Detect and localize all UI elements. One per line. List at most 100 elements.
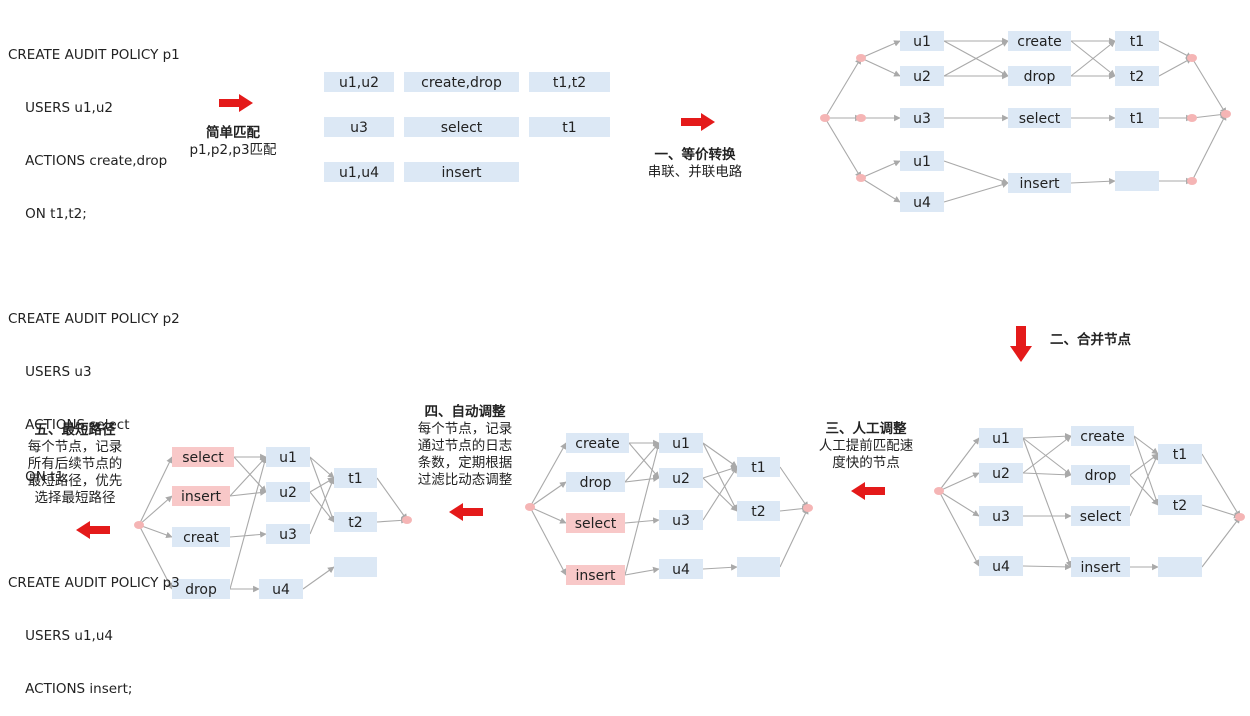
box-rect: [1071, 506, 1130, 526]
edge-arrow: [1129, 474, 1159, 506]
step-shortest-label: 五、最短路径 每个节点，记录 所有后续节点的 最短路径，优先 选择最短路径: [10, 422, 140, 507]
box-t1: t1: [1115, 108, 1159, 128]
box-rect: [334, 557, 377, 577]
box-label: u4: [272, 582, 290, 598]
policy-line: USERS u1,u2: [8, 99, 113, 116]
box-rect: [334, 512, 377, 532]
edge-arrow: [229, 531, 267, 538]
box-label: create: [1017, 34, 1061, 50]
box-u3: u3: [659, 510, 703, 530]
edge-arrow: [860, 57, 901, 77]
junction-node: [803, 504, 813, 512]
box-label: u4: [992, 559, 1010, 575]
edge-arrow: [624, 475, 660, 483]
edge-arrow: [138, 456, 173, 526]
edge-arrow: [1133, 435, 1160, 506]
box-label: u1: [672, 436, 690, 452]
policy-line: USERS u3: [8, 363, 92, 380]
box-label: t1: [562, 120, 576, 136]
step-auto-label: 四、自动调整 每个节点，记录 通过节点的日志 条数，定期根据 过滤比动态调整: [400, 404, 530, 489]
box-rect: [979, 556, 1023, 576]
box-rect: [266, 447, 310, 467]
box-label: creat: [183, 530, 219, 546]
junction-node: [820, 114, 830, 122]
box-rect: [1115, 108, 1159, 128]
edge-arrow: [624, 566, 660, 576]
step-shortest-desc: 最短路径，优先: [27, 473, 123, 489]
edge-arrow: [624, 442, 661, 576]
box-label: t1: [1130, 34, 1144, 50]
junction-node: [1235, 513, 1245, 521]
box-rect: [566, 433, 629, 453]
box-label: drop: [185, 582, 217, 598]
edge-arrow: [779, 466, 809, 509]
edge-arrow: [1191, 113, 1227, 182]
edge-arrow: [938, 437, 980, 492]
box-label: t2: [348, 515, 362, 531]
box-insert: insert: [1008, 173, 1071, 193]
edge-arrow: [1133, 435, 1159, 455]
box-create: create: [1071, 426, 1134, 446]
box-u3: u3: [900, 108, 944, 128]
box-rect: [1071, 426, 1134, 446]
box-label: insert: [576, 568, 616, 584]
junction-node: [1187, 177, 1197, 185]
box-u1: u1: [900, 151, 944, 171]
box-label: u2: [279, 485, 297, 501]
box-rect: [172, 527, 230, 547]
box-rect: [1071, 465, 1130, 485]
box-u4: u4: [979, 556, 1023, 576]
edge-arrow: [824, 117, 862, 179]
step-auto-title: 四、自动调整: [424, 404, 506, 420]
edge-arrow: [529, 442, 567, 508]
box-select: select: [1008, 108, 1071, 128]
box-rect: [266, 524, 310, 544]
box-label: u4: [913, 195, 931, 211]
box-create: create: [566, 433, 629, 453]
policy-line: [8, 522, 180, 540]
junction-node: [1187, 114, 1197, 122]
box-t2: t2: [1158, 495, 1202, 515]
box-rect: [404, 117, 519, 137]
box-u2: u2: [266, 482, 310, 502]
edge-arrow: [624, 517, 660, 524]
box-drop: drop: [1008, 66, 1071, 86]
box-u1: u1: [900, 31, 944, 51]
box-rect: [659, 468, 703, 488]
box-rect: [172, 486, 230, 506]
box-u1-u4: u1,u4: [324, 162, 394, 182]
red-arrow-icon: [681, 113, 715, 131]
policy-line: CREATE AUDIT POLICY p1: [8, 47, 180, 64]
box-rect: [900, 31, 944, 51]
box-drop: drop: [566, 472, 625, 492]
box-rect: [1158, 557, 1202, 577]
box-t1: t1: [1158, 444, 1202, 464]
box-insert: insert: [172, 486, 230, 506]
box-rect: [172, 579, 230, 599]
box-rect: [404, 162, 519, 182]
box-empty: [334, 557, 377, 577]
step-shortest-desc: 每个节点，记录: [27, 439, 123, 455]
edge-arrow: [138, 495, 173, 526]
box-rect: [900, 108, 944, 128]
red-arrow-icon: [76, 521, 110, 539]
step-manual-label: 三、人工调整 人工提前匹配速 度快的节点: [806, 421, 926, 472]
step-manual-title: 三、人工调整: [825, 421, 907, 437]
box-u1: u1: [659, 433, 703, 453]
box-rect: [1008, 173, 1071, 193]
box-t1: t1: [334, 468, 377, 488]
step-shortest-desc: 选择最短路径: [34, 490, 116, 506]
policy-line: ON t1,t2;: [8, 205, 87, 222]
step-match-label: 简单匹配 p1,p2,p3匹配: [178, 125, 288, 159]
box-rect: [900, 151, 944, 171]
step-convert-title: 一、等价转换: [654, 147, 736, 163]
box-label: u2: [992, 466, 1010, 482]
step-auto-desc: 通过节点的日志: [417, 438, 513, 454]
edge-arrow: [1022, 563, 1072, 571]
edge-arrow: [309, 477, 335, 535]
box-rect: [1071, 557, 1130, 577]
policy-line: ACTIONS create,drop: [8, 152, 168, 169]
box-u2: u2: [979, 463, 1023, 483]
policy-line: ACTIONS select: [8, 416, 130, 433]
